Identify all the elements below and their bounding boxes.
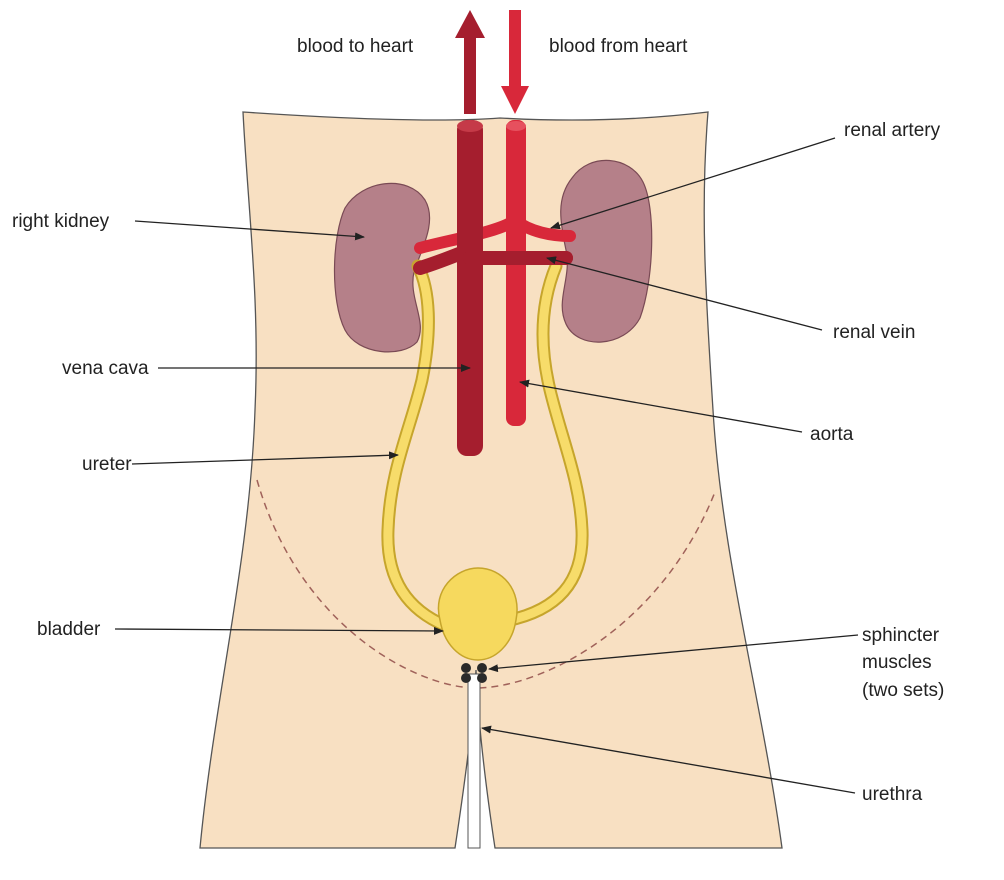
aorta bbox=[506, 120, 526, 426]
vena-cava-label: vena cava bbox=[62, 358, 149, 379]
left-kidney bbox=[560, 159, 653, 343]
blood-from-heart-arrow bbox=[501, 10, 529, 114]
blood-from-heart-label: blood from heart bbox=[549, 36, 688, 57]
ureter-label: ureter bbox=[82, 454, 132, 475]
urethra bbox=[467, 673, 481, 849]
renal-artery-label: renal artery bbox=[844, 120, 941, 141]
right-kidney-label: right kidney bbox=[12, 211, 110, 232]
bladder-label: bladder bbox=[37, 619, 101, 640]
vena-cava bbox=[457, 120, 483, 456]
blood-to-heart-arrow bbox=[455, 10, 485, 114]
sphincter-label-line2: muscles bbox=[862, 652, 932, 673]
urethra-label: urethra bbox=[862, 784, 923, 805]
leader-lines bbox=[114, 137, 859, 794]
sphincter-muscles bbox=[461, 663, 487, 683]
sphincter-label-line3: (two sets) bbox=[862, 680, 944, 701]
right-kidney bbox=[333, 182, 431, 353]
aorta-label: aorta bbox=[810, 424, 854, 445]
torso bbox=[199, 111, 783, 849]
renal-vein-label: renal vein bbox=[833, 322, 915, 343]
sphincter-label-line1: sphincter bbox=[862, 625, 940, 646]
ureters bbox=[381, 259, 589, 633]
pelvis-outline bbox=[256, 479, 716, 689]
blood-to-heart-label: blood to heart bbox=[297, 36, 414, 57]
bladder bbox=[437, 567, 518, 661]
